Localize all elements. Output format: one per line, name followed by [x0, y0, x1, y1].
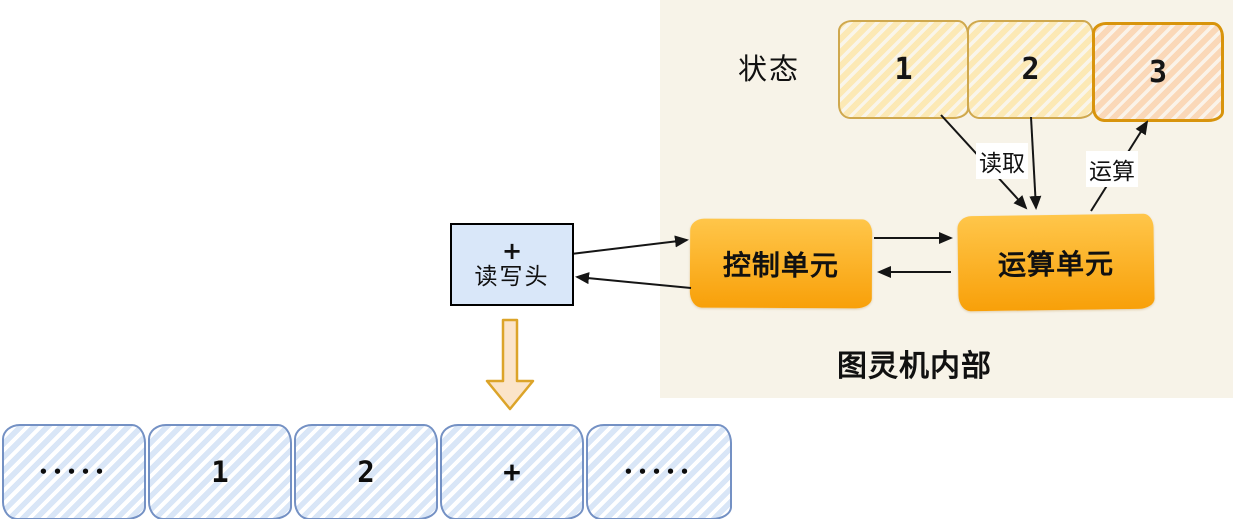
state-box-3: 3: [1092, 22, 1224, 122]
tape-cell: •••••: [2, 424, 146, 519]
state-box-value: 2: [1021, 52, 1040, 87]
compute-unit-box: 运算单元: [957, 213, 1155, 312]
control-unit-label: 控制单元: [722, 248, 840, 282]
state-box-value: 3: [1148, 54, 1168, 90]
tape-cell: 2: [294, 424, 438, 519]
read-write-head-box: + 读写头: [450, 223, 574, 306]
tape-cell: +: [440, 424, 584, 519]
compute-unit-label: 运算单元: [997, 246, 1115, 282]
tape-cell: •••••: [586, 424, 732, 519]
state-box-value: 1: [894, 52, 913, 87]
control-unit-box: 控制单元: [689, 218, 873, 309]
panel-title: 图灵机内部: [837, 349, 992, 384]
tape-cell: 1: [148, 424, 292, 519]
states-label: 状态: [738, 52, 801, 86]
state-box-1: 1: [838, 20, 969, 119]
edge-label-compute: 运算: [1086, 151, 1138, 187]
state-box-2: 2: [967, 20, 1094, 119]
head-label: 读写头: [474, 264, 550, 291]
head-current-symbol: +: [501, 237, 523, 266]
edge-label-read: 读取: [976, 143, 1028, 179]
down-arrow-icon: [485, 318, 535, 411]
